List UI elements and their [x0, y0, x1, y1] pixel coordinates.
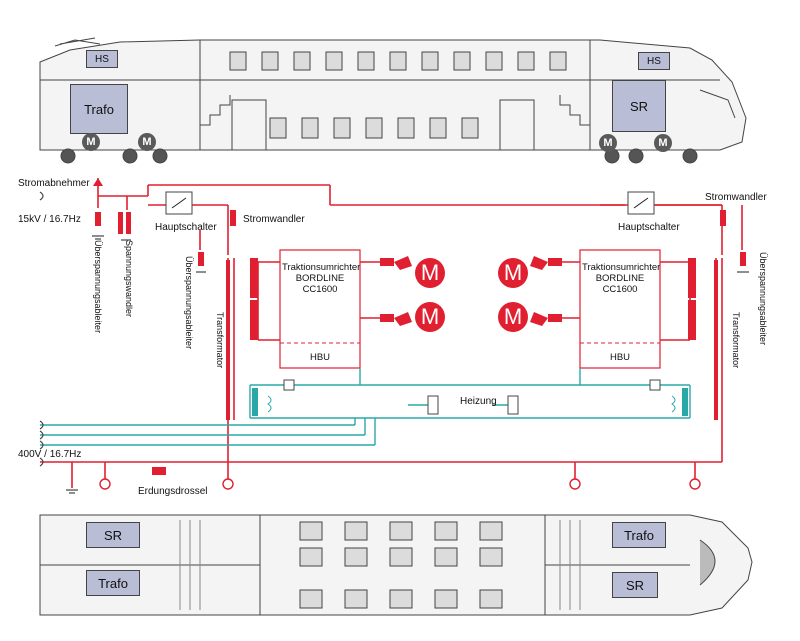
label-hauptschalter-left: Hauptschalter [155, 222, 217, 233]
converter-left-line1: Traktionsumrichter [282, 262, 361, 273]
label-transformator-right: Transformator [731, 312, 741, 369]
inductors [267, 395, 676, 413]
terminals [99, 478, 701, 490]
heater-resistors [283, 379, 661, 415]
motor-forks [394, 256, 548, 326]
motor-bogie-2: M [138, 133, 156, 151]
motor-bogie-4: M [654, 134, 672, 152]
label-heizung: Heizung [460, 396, 497, 407]
converter-right-line2: BORDLINE [595, 273, 645, 284]
supply-connectors [39, 191, 44, 467]
label-ueberspannungsableiter-2: Überspannungsableiter [184, 256, 194, 350]
traction-motor-3: M [498, 258, 528, 288]
label-stromwandler-right: Stromwandler [705, 192, 767, 203]
hv-wiring [40, 178, 743, 488]
plan-trafo-right: Trafo [612, 522, 666, 548]
label-transformator-left: Transformator [215, 312, 225, 369]
traction-motor-1: M [415, 258, 445, 288]
plan-trafo-left: Trafo [86, 570, 140, 596]
sr-box-top: SR [612, 80, 666, 132]
hv-components [95, 210, 746, 475]
converter-left-line2: BORDLINE [295, 273, 345, 284]
converter-right-title: Traktionsumrichter BORDLINE CC1600 [582, 262, 661, 295]
label-supply-hv: 15kV / 16.7Hz [18, 214, 81, 225]
hs-box-right: HS [638, 52, 670, 70]
converter-left-title: Traktionsumrichter BORDLINE CC1600 [282, 262, 361, 295]
motor-bogie-1: M [82, 133, 100, 151]
converter-left-line3: CC1600 [302, 284, 338, 295]
label-stromabnehmer: Stromabnehmer [18, 178, 90, 189]
label-spannungswandler: Spannungswandler [124, 240, 134, 318]
ground-symbols [66, 235, 749, 494]
motor-bogie-3: M [599, 134, 617, 152]
label-supply-lv: 400V / 16.7Hz [18, 449, 82, 460]
label-ueberspannungsableiter-1: Überspannungsableiter [93, 240, 103, 334]
label-erdungsdrossel: Erdungsdrossel [138, 486, 208, 497]
label-ueberspannungsableiter-right: Überspannungsableiter [758, 252, 768, 346]
converter-left-hbu: HBU [309, 352, 331, 363]
main-switch-right [627, 191, 655, 215]
traction-motor-2: M [415, 302, 445, 332]
plan-sr-right: SR [612, 572, 658, 598]
trafo-box-top: Trafo [70, 84, 128, 134]
label-stromwandler-left: Stromwandler [243, 214, 305, 225]
hs-box-left: HS [86, 50, 118, 68]
label-hauptschalter-right: Hauptschalter [618, 222, 680, 233]
train-side-view [39, 37, 747, 164]
aux-components [252, 388, 688, 416]
converter-right-line3: CC1600 [602, 284, 638, 295]
floor-plan [39, 514, 753, 616]
converter-outlines [279, 249, 661, 369]
plan-sr-left: SR [86, 522, 140, 548]
traction-motor-4: M [498, 302, 528, 332]
converter-right-line1: Traktionsumrichter [582, 262, 661, 273]
aux-wiring [40, 368, 691, 446]
converter-right-hbu: HBU [609, 352, 631, 363]
main-switch-left [165, 191, 193, 215]
